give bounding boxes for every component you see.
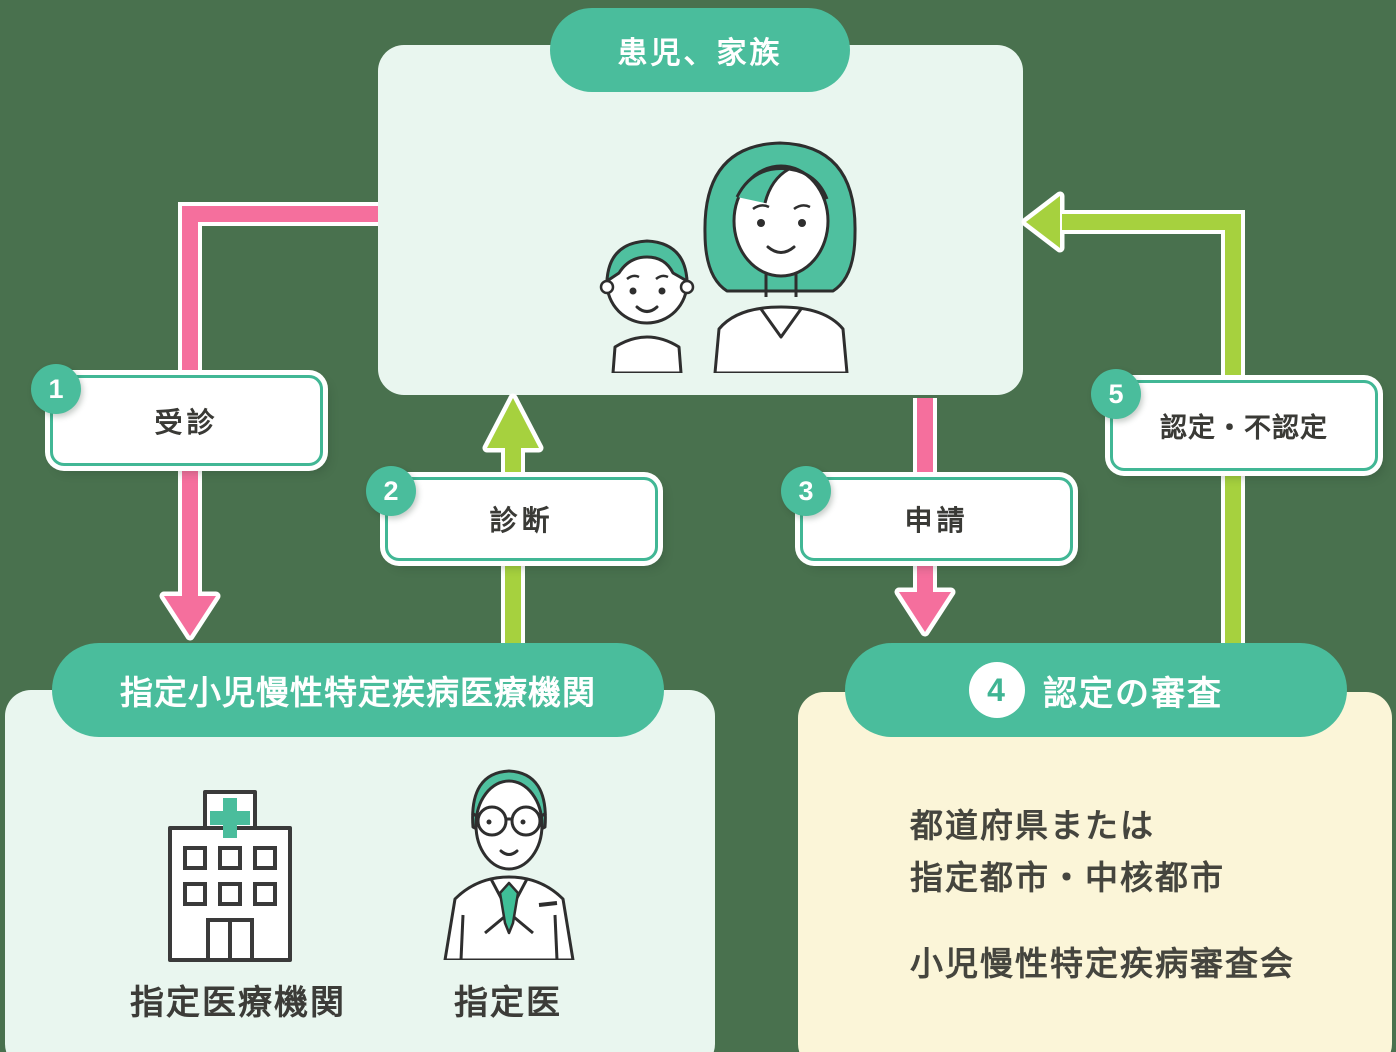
- step-label: 受診: [154, 406, 219, 438]
- review-line-3: 小児慢性特定疾病審査会: [910, 945, 1295, 982]
- step-number-badge: 3: [781, 466, 831, 516]
- mother-and-child-illustration: [599, 141, 857, 373]
- review-line-1: 都道府県または: [910, 807, 1155, 844]
- step-certification-result: 5 認定・不認定: [1091, 369, 1378, 471]
- hospital-label: 指定医療機関: [130, 984, 346, 1022]
- medical-institution-pill: 指定小児慢性特定疾病医療機関: [52, 643, 664, 737]
- review-title: 認定の審査: [1043, 674, 1223, 713]
- review-body-text: 都道府県または 指定都市・中核都市 小児慢性特定疾病審査会: [910, 800, 1295, 990]
- doctor-icon: [443, 769, 575, 960]
- family-panel: [378, 45, 1023, 395]
- step-application: 3 申請: [781, 466, 1073, 561]
- review-line-2: 指定都市・中核都市: [910, 859, 1225, 896]
- step-consultation: 1 受診: [31, 364, 323, 466]
- step-number-badge: 1: [31, 364, 81, 414]
- step-label: 認定・不認定: [1160, 413, 1328, 443]
- step-label: 診断: [489, 505, 554, 536]
- step-number-badge: 5: [1091, 369, 1141, 419]
- medical-institution-title: 指定小児慢性特定疾病医療機関: [120, 674, 596, 711]
- review-pill: 4 認定の審査: [845, 643, 1347, 737]
- review-panel: [798, 692, 1392, 1052]
- medical-institution-panel: [5, 690, 715, 1052]
- family-pill: 患児、家族: [550, 8, 850, 92]
- hospital-icon: [168, 790, 292, 962]
- step-diagnosis: 2 診断: [366, 466, 658, 561]
- step-label: 申請: [904, 505, 969, 536]
- doctor-label: 指定医: [454, 984, 562, 1022]
- family-pill-label: 患児、家族: [617, 37, 783, 70]
- review-step-number: 4: [969, 662, 1025, 718]
- step-number-badge: 2: [366, 466, 416, 516]
